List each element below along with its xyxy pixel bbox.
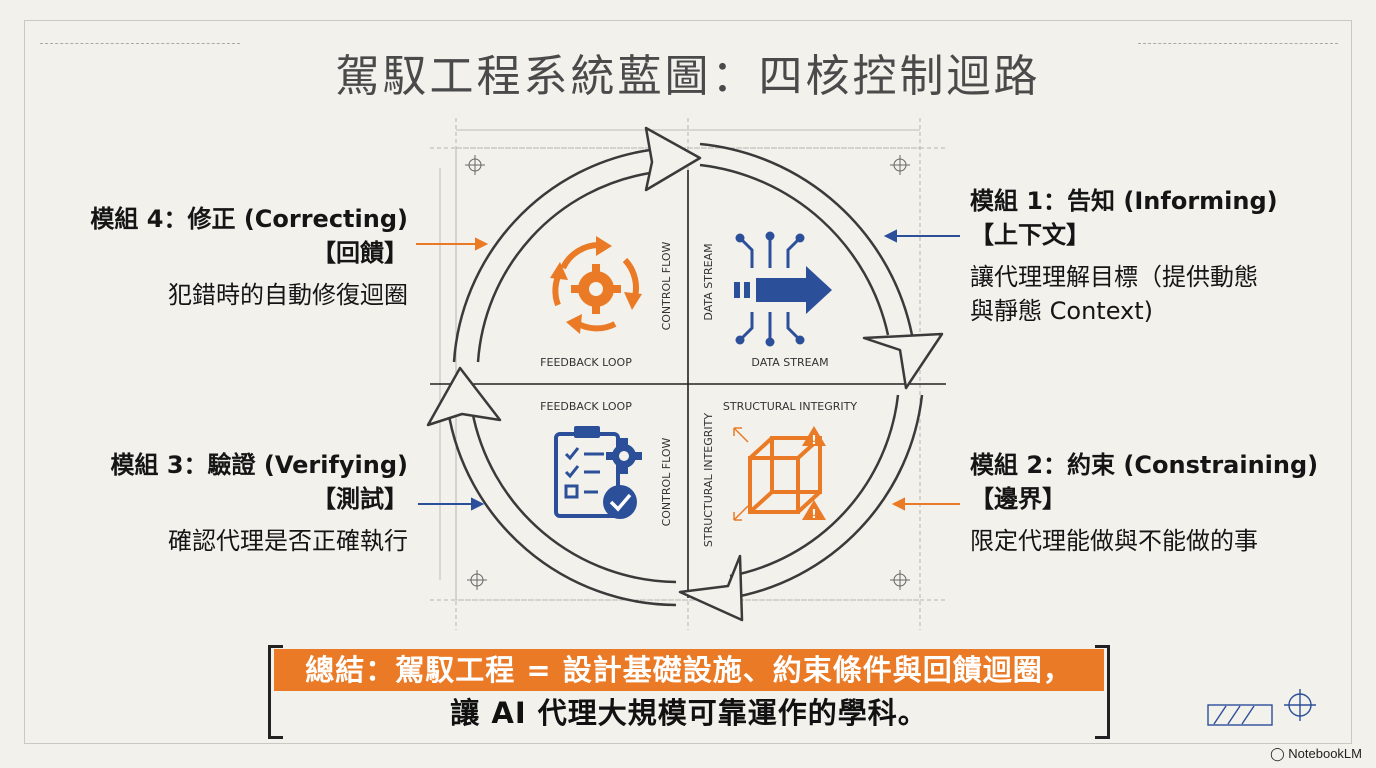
summary-line-1: 總結：駕馭工程 = 設計基礎設施、約束條件與回饋迴圈， bbox=[274, 649, 1104, 691]
m3-connector bbox=[418, 497, 485, 511]
svg-text:!: ! bbox=[811, 433, 816, 447]
module-1-tag: 【上下文】 bbox=[970, 221, 1090, 249]
label-tr-side: DATA STREAM bbox=[702, 243, 715, 320]
label-tl-bottom: FEEDBACK LOOP bbox=[540, 356, 632, 369]
module-3: 模組 3：驗證 (Verifying) 【測試】 確認代理是否正確執行 bbox=[110, 448, 408, 558]
notebooklm-watermark: ◯ NotebookLM bbox=[1270, 746, 1362, 762]
module-1-head: 模組 1：告知 (Informing) bbox=[970, 187, 1278, 215]
loop-arrows bbox=[446, 142, 924, 607]
module-4: 模組 4：修正 (Correcting) 【回饋】 犯錯時的自動修復迴圈 bbox=[90, 202, 408, 312]
module-2-head: 模組 2：約束 (Constraining) bbox=[970, 451, 1319, 479]
module-4-tag: 【回饋】 bbox=[312, 239, 408, 267]
corner-dash-tr bbox=[1138, 43, 1338, 44]
notebooklm-logo-icon: ◯ bbox=[1270, 746, 1285, 761]
label-tl-side: CONTROL FLOW bbox=[660, 241, 673, 330]
module-2-desc: 限定代理能做與不能做的事 bbox=[970, 527, 1258, 555]
summary-line-2: 讓 AI 代理大規模可靠運作的學科。 bbox=[450, 696, 928, 730]
label-tr-bottom: DATA STREAM bbox=[751, 356, 828, 369]
label-bl-top: FEEDBACK LOOP bbox=[540, 400, 632, 413]
m1-connector bbox=[883, 229, 960, 243]
loop-arrowheads bbox=[426, 126, 944, 622]
module-4-desc: 犯錯時的自動修復迴圈 bbox=[168, 281, 408, 309]
module-3-tag: 【測試】 bbox=[312, 485, 408, 513]
module-3-desc: 確認代理是否正確執行 bbox=[168, 527, 408, 555]
module-4-head: 模組 4：修正 (Correcting) bbox=[90, 205, 408, 233]
corner-dash-tl bbox=[40, 43, 240, 44]
summary-bracket-right bbox=[1095, 645, 1110, 739]
label-br-top: STRUCTURAL INTEGRITY bbox=[723, 400, 857, 413]
summary-box: 總結：駕馭工程 = 設計基礎設施、約束條件與回饋迴圈， 讓 AI 代理大規模可靠… bbox=[268, 645, 1110, 739]
data-arrow-icon bbox=[734, 231, 832, 347]
summary-bracket-left bbox=[268, 645, 283, 739]
crosshair-tl bbox=[465, 155, 485, 175]
m4-connector bbox=[416, 237, 489, 251]
m2-connector bbox=[891, 497, 960, 511]
module-2: 模組 2：約束 (Constraining) 【邊界】 限定代理能做與不能做的事 bbox=[970, 448, 1318, 558]
module-1-desc-line2: 與靜態 Context) bbox=[970, 297, 1154, 325]
crosshair-bl bbox=[467, 570, 487, 590]
module-1: 模組 1：告知 (Informing) 【上下文】 讓代理理解目標（提供動態 與… bbox=[970, 184, 1278, 328]
page-title: 駕馭工程系統藍圖：四核控制迴路 bbox=[335, 51, 1041, 102]
crosshair-corner-icon bbox=[1284, 689, 1316, 721]
crosshair-tr bbox=[890, 155, 910, 175]
svg-text:!: ! bbox=[811, 507, 816, 521]
module-1-desc-line1: 讓代理理解目標（提供動態 bbox=[970, 263, 1258, 291]
module-3-head: 模組 3：驗證 (Verifying) bbox=[110, 451, 408, 479]
blueprint-frame bbox=[24, 20, 1352, 744]
checklist-gear-icon bbox=[554, 426, 642, 519]
wireframe-cube-warning-icon: ! ! bbox=[733, 426, 826, 521]
module-2-tag: 【邊界】 bbox=[970, 485, 1066, 513]
hatch-mark bbox=[1207, 704, 1273, 726]
label-br-side: STRUCTURAL INTEGRITY bbox=[702, 413, 715, 547]
module-1-desc: 讓代理理解目標（提供動態 與靜態 Context) bbox=[970, 260, 1278, 328]
watermark-text: NotebookLM bbox=[1288, 746, 1362, 761]
label-bl-side: CONTROL FLOW bbox=[660, 437, 673, 526]
crosshair-br bbox=[890, 570, 910, 590]
